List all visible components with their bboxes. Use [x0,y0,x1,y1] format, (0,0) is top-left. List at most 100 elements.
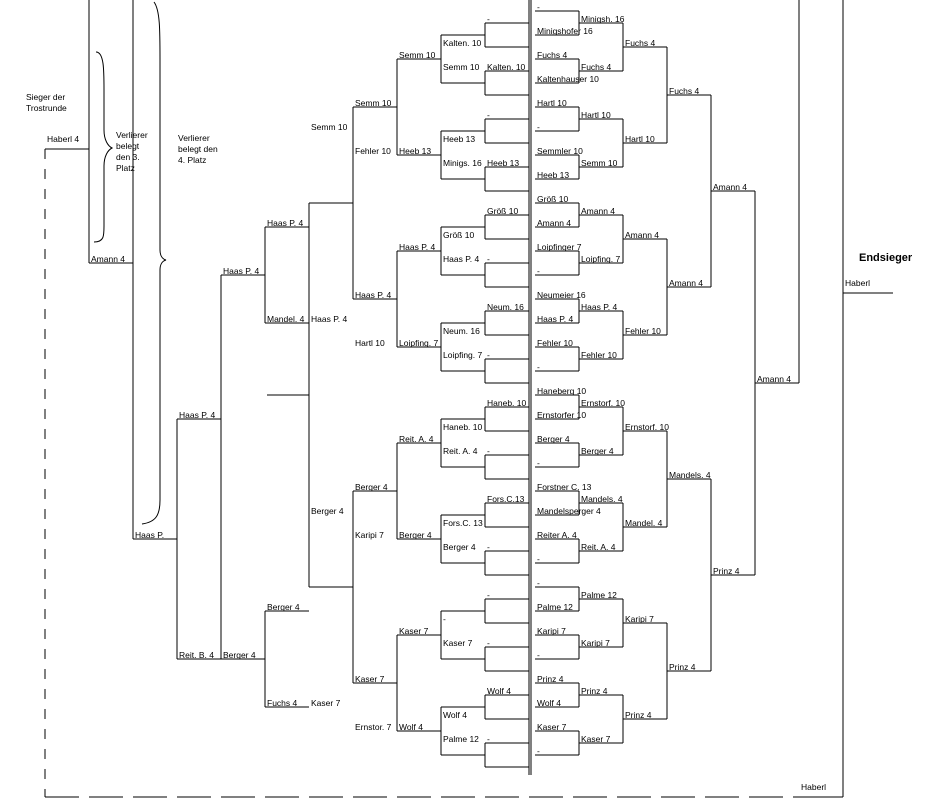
entry-label: Neumeier 16 [537,290,586,300]
note-fourth-place: Verlierer belegt den 4. Platz [178,133,218,165]
entry-label: Kaser 7 [311,698,341,708]
entry-label: Reit. A. 4 [581,542,616,552]
entry-label: Prinz 4 [537,674,564,684]
entry-label: Hartl 10 [537,98,567,108]
entry-label: Wolf 4 [399,722,423,732]
entry-label: Semm 10 [311,122,348,132]
entry-label: Größ 10 [487,206,519,216]
entry-label: Karipi 7 [581,638,610,648]
entry-label: Kaser 7 [581,734,611,744]
entry-label: Berger 4 [537,434,570,444]
entry-label: Haas P. 4 [223,266,260,276]
entry-label: Heeb 13 [399,146,432,156]
brace-shape [93,51,114,243]
entry-label: Wolf 4 [487,686,511,696]
entry-label: Kaser 7 [537,722,567,732]
entry-label: Haas P. 4 [537,314,574,324]
entry-label: Haneb. 10 [487,398,527,408]
entry-label: Hartl 10 [355,338,385,348]
brace-shape [141,1,167,525]
entry-label: Größ 10 [443,230,475,240]
entry-label: - [537,746,540,756]
entry-label: Ernstorf. 10 [581,398,625,408]
entry-label: - [537,650,540,660]
entry-label: Palme 12 [537,602,573,612]
entry-label: Amann 4 [757,374,792,384]
entry-label: Berger 4 [399,530,432,540]
entry-label: Größ 10 [537,194,569,204]
entry-label: Reiter A. 4 [537,530,577,540]
entry-label: Karipi 7 [625,614,654,624]
entry-label: Fors.C.13 [487,494,525,504]
entry-label: Amann 4 [713,182,748,192]
entry-label: - [537,458,540,468]
entry-label: Neum. 16 [443,326,480,336]
entry-label: Prinz 4 [713,566,740,576]
entry-label: Semm 10 [443,62,480,72]
entry-label: - [487,590,490,600]
entry-label: Fehler 10 [581,350,617,360]
entry-label: Haas P. 4 [399,242,436,252]
entry-label: Haneberg 10 [537,386,587,396]
entry-label: Loipfing. 7 [581,254,621,264]
entry-label: Hartl 10 [625,134,655,144]
entry-label: Berger 4 [443,542,476,552]
entry-label: - [537,554,540,564]
entry-label: Haas P. 4 [179,410,216,420]
entry-label: Fuchs 4 [625,38,656,48]
entry-label: Mandel. 4 [625,518,663,528]
entry-label: Haas P. 4 [443,254,480,264]
entry-label: Prinz 4 [669,662,696,672]
entry-label: Amann 4 [669,278,704,288]
entry-label: Fehler 10 [355,146,391,156]
entry-label: Mandels. 4 [669,470,711,480]
entry-label: - [537,2,540,12]
entry-label: Minigshofer 16 [537,26,593,36]
entry-label: Fuchs 4 [267,698,298,708]
entry-label: Minigs. 16 [443,158,482,168]
entry-label: - [487,350,490,360]
entry-label: Reit. B. 4 [179,650,214,660]
entry-label: Amann 4 [625,230,660,240]
entry-label: Haas P. 4 [267,218,304,228]
entry-label: Semmler 10 [537,146,583,156]
entry-label: Haberl [845,278,871,288]
entry-label: - [537,266,540,276]
entry-label: Palme 12 [581,590,617,600]
entry-label: Ernstorf. 10 [625,422,669,432]
entry-label: Forstner C. 13 [537,482,592,492]
note-third-place: Verlierer belegt den 3. Platz [116,130,148,173]
entry-label: Fuchs 4 [581,62,612,72]
entry-label: - [487,734,490,744]
entry-label: Fehler 10 [625,326,661,336]
entry-label: Loipfing. 7 [399,338,439,348]
entry-label: Palme 12 [443,734,479,744]
entry-label: Haneb. 10 [443,422,483,432]
entry-label: Mandelsperger 4 [537,506,601,516]
entry-label: - [487,542,490,552]
entry-label: Haberl 4 [47,134,80,144]
entry-label: Heeb 13 [443,134,476,144]
entry-label: Fuchs 4 [537,50,568,60]
entry-label: Reit. A. 4 [399,434,434,444]
entry-label: Karipi 7 [355,530,384,540]
entry-label: - [537,362,540,372]
entry-label: Berger 4 [267,602,300,612]
entry-label: Neum. 16 [487,302,524,312]
entry-label: - [537,122,540,132]
entry-label: Heeb 13 [537,170,570,180]
bracket-title: Endsieger [859,252,913,264]
entry-label: Wolf 4 [443,710,467,720]
entry-label: Mandels. 4 [581,494,623,504]
entry-label: Semm 10 [399,50,436,60]
entry-label: Mandel. 4 [267,314,305,324]
entry-label: - [537,578,540,588]
entry-label: Kaser 7 [399,626,429,636]
entry-label: Prinz 4 [625,710,652,720]
entry-label: Berger 4 [311,506,344,516]
entry-label: Amann 4 [581,206,616,216]
entry-label: Berger 4 [355,482,388,492]
entry-label: - [487,110,490,120]
